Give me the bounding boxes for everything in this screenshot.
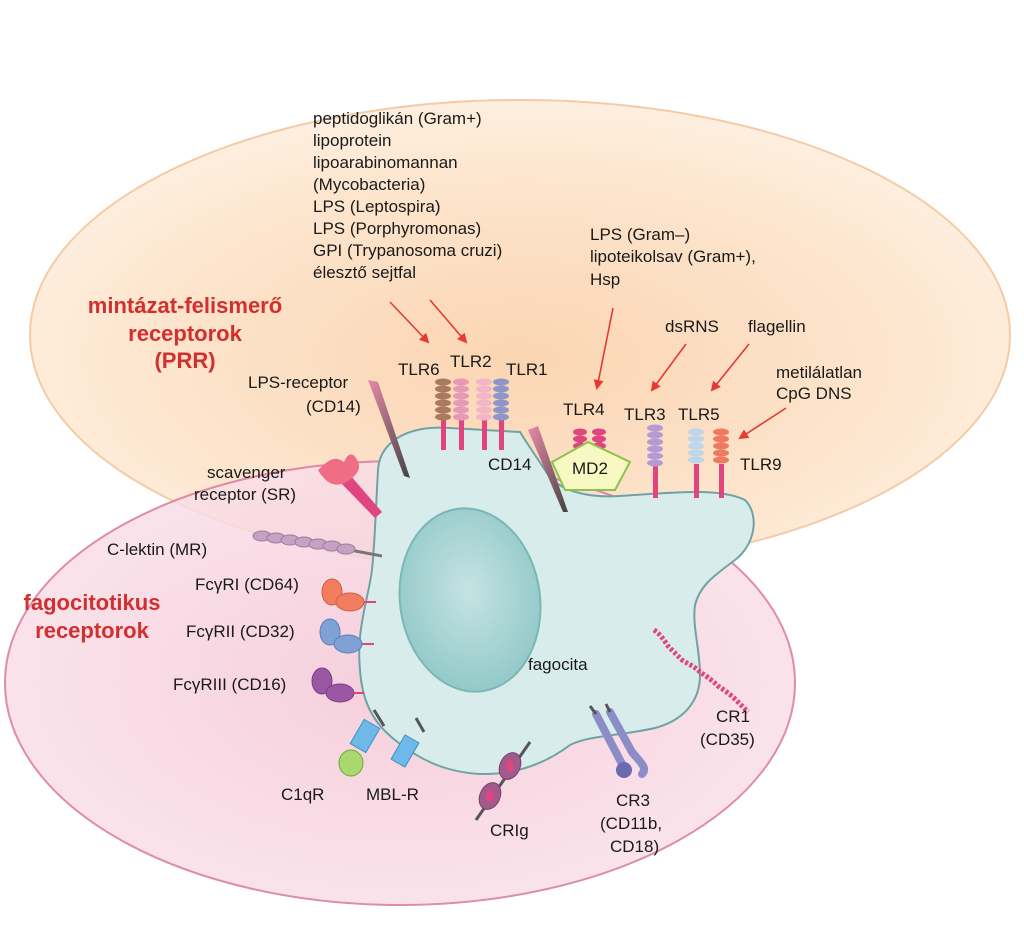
svg-text:(CD14): (CD14) [306,397,361,416]
tlr5-ligand: flagellin [748,317,806,336]
md2-label: MD2 [572,459,608,478]
phagocytic-title: fagocitotikus receptorok [24,590,161,643]
arrow-to-tlr4 [593,307,614,390]
cr3-label: CR3 (CD11b, CD18) [600,791,662,856]
c-lectin-label: C-lektin (MR) [107,540,207,559]
svg-text:(PRR): (PRR) [154,348,215,373]
svg-text:LPS-receptor: LPS-receptor [248,373,348,392]
tlr2-ligand-list: peptidoglikán (Gram+) lipoprotein lipoar… [313,109,502,282]
cd14-spike [528,426,568,512]
arrow-to-tlr2 [429,299,468,344]
tlr1-label: TLR1 [506,360,548,379]
svg-text:(Mycobacteria): (Mycobacteria) [313,175,425,194]
svg-text:élesztő sejtfal: élesztő sejtfal [313,263,416,282]
svg-text:metilálatlan: metilálatlan [776,363,862,382]
tlr2-label: TLR2 [450,352,492,371]
svg-text:mintázat-felismerő: mintázat-felismerő [88,293,282,318]
c1qr-receptor [338,709,386,777]
cd14-label: CD14 [488,455,531,474]
cr1-label: CR1 (CD35) [700,707,755,749]
fc-riii-label: FcγRIII (CD16) [173,675,286,694]
arrow-to-tlr6 [389,301,430,344]
cell-label: fagocita [528,655,588,674]
svg-text:CR1: CR1 [716,707,750,726]
tlr2-receptor [476,378,492,450]
tlr9-label: TLR9 [740,455,782,474]
cr1-receptor [652,627,750,714]
svg-text:lipoarabinomannan: lipoarabinomannan [313,153,458,172]
svg-text:GPI (Trypanosoma cruzi): GPI (Trypanosoma cruzi) [313,241,502,260]
fc-riii-receptor [311,667,364,703]
svg-text:lipoteikolsav (Gram+),: lipoteikolsav (Gram+), [590,247,756,266]
lps-receptor-spike [368,380,410,478]
tlr9-ligand: metilálatlan CpG DNS [776,363,862,403]
tlr3-ligand: dsRNS [665,317,719,336]
svg-text:Hsp: Hsp [590,270,620,289]
tlr6-receptor [435,378,469,450]
tlr9-receptor [713,428,729,498]
svg-text:lipoprotein: lipoprotein [313,131,391,150]
svg-text:CD18): CD18) [610,837,659,856]
tlr1-receptor [493,378,509,450]
fc-ri-receptor [321,578,376,612]
svg-text:receptorok: receptorok [35,618,149,643]
svg-text:LPS (Leptospira): LPS (Leptospira) [313,197,441,216]
svg-text:receptorok: receptorok [128,321,242,346]
arrow-to-tlr5 [710,343,750,392]
tlr3-label: TLR3 [624,405,666,424]
mbl-r-label: MBL-R [366,785,419,804]
svg-text:CpG DNS: CpG DNS [776,384,852,403]
tlr5-receptor [688,428,704,498]
svg-text:scavenger: scavenger [207,463,286,482]
arrow-to-tlr9 [738,407,787,440]
svg-text:receptor (SR): receptor (SR) [194,485,296,504]
fc-ri-label: FcγRI (CD64) [195,575,299,594]
svg-text:(CD11b,: (CD11b, [600,814,662,833]
svg-text:(CD35): (CD35) [700,730,755,749]
fc-rii-receptor [319,618,374,654]
c1qr-label: C1qR [281,785,324,804]
tlr4-ligand-list: LPS (Gram–) lipoteikolsav (Gram+), Hsp [590,225,756,289]
tlr6-label: TLR6 [398,360,440,379]
svg-text:LPS (Porphyromonas): LPS (Porphyromonas) [313,219,481,238]
tlr4-label: TLR4 [563,400,605,419]
crig-receptor [474,741,532,821]
svg-text:peptidoglikán (Gram+): peptidoglikán (Gram+) [313,109,482,128]
lps-receptor-label: LPS-receptor (CD14) [248,373,361,416]
tlr5-label: TLR5 [678,405,720,424]
md2-pentagon [550,440,632,491]
svg-text:CR3: CR3 [616,791,650,810]
mbl-r-receptor [390,717,426,768]
svg-text:fagocitotikus: fagocitotikus [24,590,161,615]
crig-label: CRIg [490,821,529,840]
svg-text:LPS (Gram–): LPS (Gram–) [590,225,690,244]
fc-rii-label: FcγRII (CD32) [186,622,295,641]
prr-title: mintázat-felismerő receptorok (PRR) [88,293,282,373]
scavenger-label: scavenger receptor (SR) [194,463,296,504]
tlr3-receptor [647,424,663,498]
arrow-to-tlr3 [650,343,687,392]
nucleus [398,507,542,693]
cr3-receptor [588,703,649,778]
c-lectin-receptor [252,530,383,558]
scavenger-receptor [318,454,382,518]
